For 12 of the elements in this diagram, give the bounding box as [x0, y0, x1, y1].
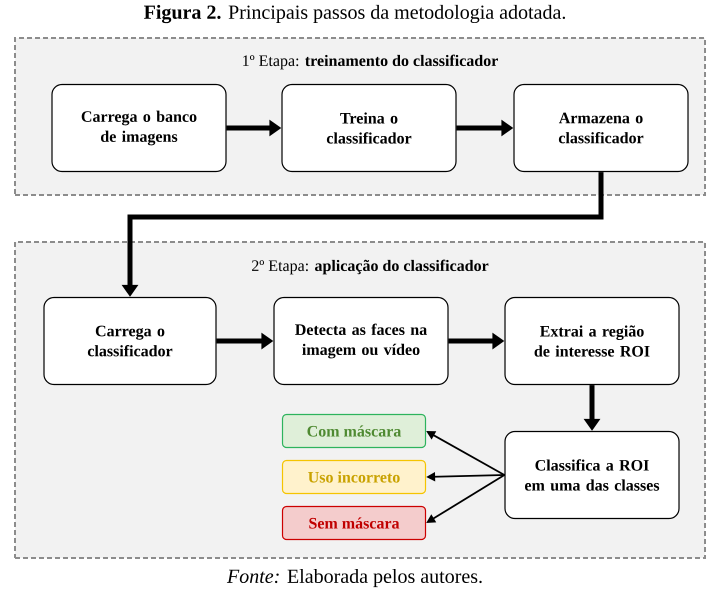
figure-title: Figura 2. Principais passos da metodologia adotada.: [144, 4, 566, 24]
process-box: Extrai a região de interesse ROI: [504, 296, 680, 386]
process-box: Carrega o banco de imagens: [51, 84, 227, 172]
figure-caption: Fonte: Elaborada pelos autores.: [226, 568, 482, 588]
class-label-box: Sem máscara: [282, 506, 426, 540]
process-box: Armazena o classificador: [513, 84, 689, 172]
class-label-box: Com máscara: [282, 414, 426, 448]
class-label-box: Uso incorreto: [282, 460, 426, 494]
process-box: Treina o classificador: [281, 84, 457, 172]
process-box: Carrega o classificador: [43, 296, 217, 386]
process-box: Detecta as faces na imagem ou vídeo: [273, 296, 449, 386]
process-box: Classifica a ROI em uma das classes: [504, 430, 680, 520]
